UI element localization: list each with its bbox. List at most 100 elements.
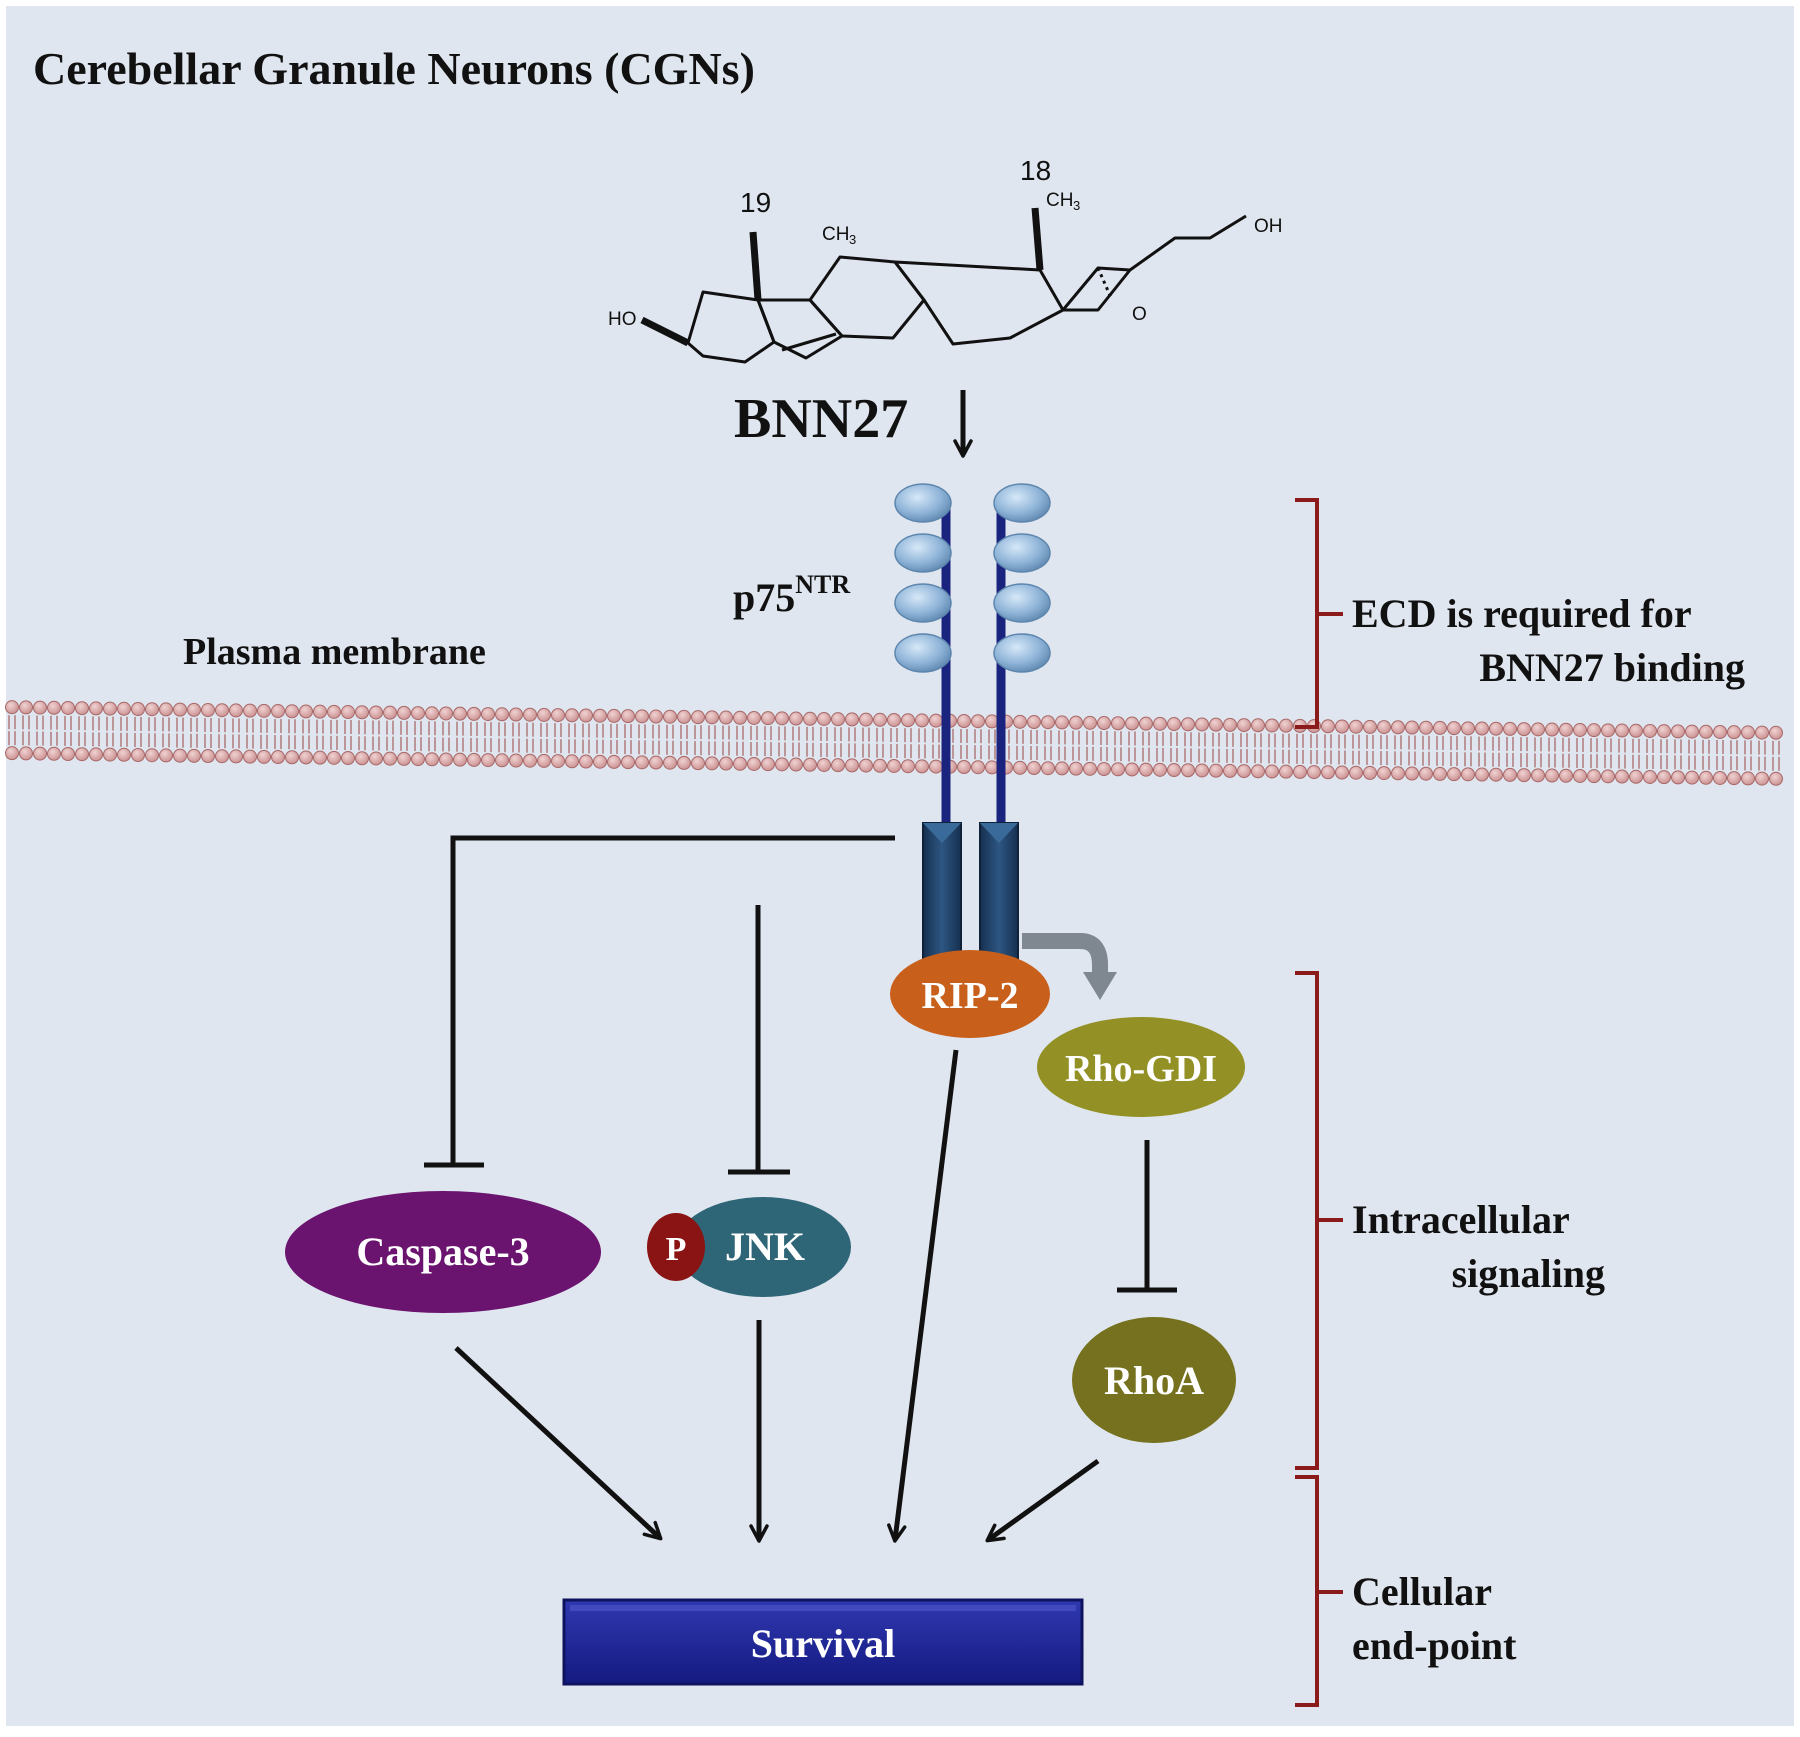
lipid-head bbox=[803, 757, 817, 772]
lipid-head bbox=[355, 751, 369, 766]
intracellular-annotation-line1: Intracellular bbox=[1352, 1197, 1570, 1242]
methyl-19-group: CH bbox=[822, 224, 849, 245]
lipid-head bbox=[299, 750, 313, 765]
lipid-head bbox=[159, 748, 173, 763]
lipid-head bbox=[411, 706, 425, 721]
lipid-head bbox=[1559, 768, 1573, 783]
lipid-head bbox=[285, 704, 299, 719]
lipid-head bbox=[1167, 717, 1181, 732]
lipid-head bbox=[341, 705, 355, 720]
lipid-head bbox=[1279, 718, 1293, 733]
intracellular-domain-left bbox=[922, 822, 962, 961]
lipid-head bbox=[1377, 720, 1391, 735]
lipid-head bbox=[103, 701, 117, 716]
inhibition-rhoa bbox=[1117, 1140, 1177, 1293]
lipid-head bbox=[663, 755, 677, 770]
lipid-head bbox=[1125, 716, 1139, 731]
lipid-head bbox=[1419, 766, 1433, 781]
lipid-head bbox=[677, 755, 691, 770]
lipid-head bbox=[1685, 724, 1699, 739]
lipid-head bbox=[537, 707, 551, 722]
lipid-head bbox=[1657, 770, 1671, 785]
ecd-domain bbox=[894, 583, 952, 623]
lipid-head bbox=[1041, 715, 1055, 730]
lipid-head bbox=[1713, 770, 1727, 785]
lipid-head bbox=[369, 705, 383, 720]
lipid-head bbox=[1573, 722, 1587, 737]
lipid-head bbox=[1335, 719, 1349, 734]
lipid-head bbox=[873, 758, 887, 773]
lipid-head bbox=[1545, 722, 1559, 737]
lipid-head bbox=[733, 710, 747, 725]
lipid-head bbox=[1111, 716, 1125, 731]
lipid-head bbox=[747, 710, 761, 725]
ecd-domain bbox=[993, 483, 1051, 523]
lipid-head bbox=[1391, 720, 1405, 735]
lipid-head bbox=[1475, 721, 1489, 736]
lipid-head bbox=[1013, 760, 1027, 775]
lipid-head bbox=[229, 703, 243, 718]
lipid-head bbox=[817, 711, 831, 726]
lipid-head bbox=[663, 709, 677, 724]
survival-highlight bbox=[570, 1605, 1076, 1611]
jnk-node bbox=[675, 1197, 851, 1297]
lipid-head bbox=[579, 708, 593, 723]
lipid-head bbox=[593, 708, 607, 723]
lipid-head bbox=[257, 749, 271, 764]
ecd-domain bbox=[993, 583, 1051, 623]
lipid-head bbox=[75, 701, 89, 716]
lipid-head bbox=[705, 756, 719, 771]
rhoa-to-survival-arrow bbox=[985, 1458, 1100, 1543]
lipid-head bbox=[271, 704, 285, 719]
lipid-head bbox=[1559, 722, 1573, 737]
lipid-head bbox=[1587, 769, 1601, 784]
lipid-head bbox=[397, 705, 411, 720]
lipid-head bbox=[1181, 717, 1195, 732]
lipid-head bbox=[187, 748, 201, 763]
lipid-head bbox=[901, 713, 915, 728]
lipid-head bbox=[761, 757, 775, 772]
lipid-head bbox=[1741, 725, 1755, 740]
lipid-head bbox=[1769, 771, 1783, 786]
lipid-head bbox=[117, 747, 131, 762]
lipid-head bbox=[1349, 765, 1363, 780]
lipid-head bbox=[1503, 767, 1517, 782]
lipid-head bbox=[1727, 725, 1741, 740]
lipid-head bbox=[565, 708, 579, 723]
lipid-head bbox=[453, 706, 467, 721]
lipid-head bbox=[1447, 721, 1461, 736]
lipid-head bbox=[89, 747, 103, 762]
lipid-head bbox=[1545, 768, 1559, 783]
caspase3-node bbox=[285, 1191, 601, 1313]
lipid-head bbox=[481, 707, 495, 722]
lipid-head bbox=[1321, 765, 1335, 780]
lipid-head bbox=[1657, 724, 1671, 739]
lipid-head bbox=[691, 756, 705, 771]
lipid-head bbox=[635, 755, 649, 770]
lipid-head bbox=[425, 706, 439, 721]
lipid-head bbox=[117, 701, 131, 716]
lipid-head bbox=[537, 753, 551, 768]
endpoint-annotation-line2: end-point bbox=[1352, 1623, 1517, 1668]
caspase3-label: Caspase-3 bbox=[356, 1229, 529, 1274]
lipid-head bbox=[901, 759, 915, 774]
lipid-head bbox=[1573, 768, 1587, 783]
lipid-head bbox=[929, 759, 943, 774]
lipid-head bbox=[1587, 723, 1601, 738]
methyl-18-subscript: 3 bbox=[1073, 198, 1080, 213]
lipid-head bbox=[61, 700, 75, 715]
lipid-head bbox=[1643, 723, 1657, 738]
lipid-head bbox=[313, 704, 327, 719]
lipid-head bbox=[201, 749, 215, 764]
lipid-head bbox=[1237, 718, 1251, 733]
lipid-head bbox=[1461, 721, 1475, 736]
lipid-head bbox=[243, 703, 257, 718]
lipid-head bbox=[1251, 718, 1265, 733]
lipid-head bbox=[579, 754, 593, 769]
lipid-head bbox=[215, 749, 229, 764]
lipid-head bbox=[1083, 715, 1097, 730]
lipid-head bbox=[1601, 769, 1615, 784]
intracellular-annotation-line2: signaling bbox=[1452, 1251, 1605, 1296]
lipid-head bbox=[47, 700, 61, 715]
lipid-head bbox=[1769, 725, 1783, 740]
